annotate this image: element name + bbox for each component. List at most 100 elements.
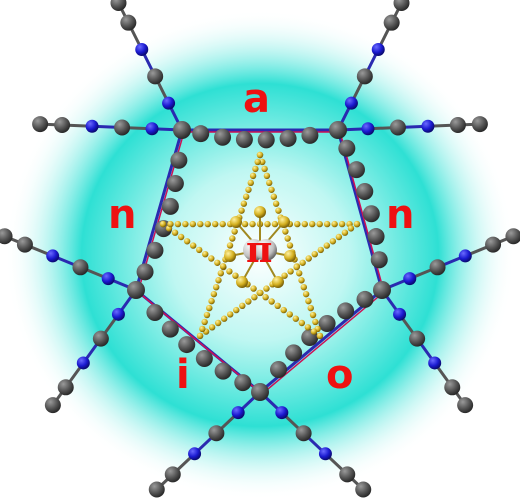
gold-bridge-atom — [286, 311, 293, 318]
gold-bridge-atom — [245, 186, 252, 193]
gold-bridge-atom — [298, 277, 305, 284]
gold-atom — [224, 250, 236, 262]
gold-atom — [254, 206, 266, 218]
carbon-atom — [110, 0, 127, 11]
nitrogen-atom — [275, 406, 289, 420]
carbon-atom — [279, 129, 297, 147]
gold-atom — [278, 216, 290, 228]
gold-bridge-atom — [263, 285, 270, 292]
nitrogen-atom — [458, 249, 472, 263]
nitrogen-atom — [393, 307, 407, 321]
gold-bridge-atom — [272, 200, 280, 207]
carbon-atom — [164, 466, 181, 483]
gold-bridge-atom — [219, 220, 226, 228]
carbon-atom — [389, 119, 406, 136]
gold-bridge-atom — [202, 250, 209, 258]
gold-bridge-atom — [251, 294, 258, 301]
gold-bridge-atom — [208, 255, 215, 262]
gold-bridge-atom — [247, 179, 254, 187]
gold-bridge-atom — [353, 220, 361, 228]
gold-bridge-atom — [206, 304, 213, 312]
carbon-atom — [120, 14, 137, 31]
carbon-atom — [449, 117, 466, 134]
gold-bridge-atom — [214, 259, 221, 266]
gold-bridge-atom — [189, 242, 197, 249]
carbon-atom — [161, 320, 179, 338]
gold-bridge-atom — [208, 324, 216, 331]
gold-bridge-atom — [317, 246, 324, 254]
gold-bridge-atom — [241, 220, 249, 228]
carbon-atom — [16, 236, 33, 253]
carbon-atom — [393, 0, 410, 11]
gold-bridge-atom — [214, 319, 222, 327]
gold-bridge-atom — [252, 165, 259, 173]
gold-bridge-atom — [293, 263, 300, 271]
gold-bridge-atom — [284, 235, 291, 242]
gold-bridge-atom — [229, 235, 236, 242]
nitrogen-atom — [428, 356, 442, 370]
gold-bridge-atom — [226, 268, 233, 275]
carbon-atom — [166, 175, 184, 193]
carbon-atom — [285, 344, 303, 362]
nitrogen-atom — [344, 96, 358, 110]
gold-bridge-atom — [316, 332, 324, 340]
gold-bridge-atom — [305, 255, 312, 262]
gold-bridge-atom — [271, 220, 279, 228]
gold-bridge-atom — [257, 289, 264, 297]
gold-bridge-atom — [268, 298, 275, 305]
gold-bridge-atom — [217, 270, 224, 277]
carbon-atom — [356, 68, 373, 85]
gold-bridge-atom — [329, 238, 337, 245]
gold-bridge-atom — [177, 233, 185, 241]
carbon-atom — [57, 379, 74, 396]
gold-bridge-atom — [309, 220, 316, 228]
carbon-atom — [44, 397, 61, 414]
nitrogen-atom — [403, 272, 417, 286]
gold-bridge-atom — [226, 242, 234, 249]
carbon-atom — [338, 139, 356, 157]
nitrogen-atom — [111, 307, 125, 321]
carbon-atom — [214, 128, 232, 146]
gold-bridge-atom — [286, 242, 294, 249]
gold-bridge-atom — [341, 229, 349, 236]
gold-bridge-atom — [159, 220, 167, 228]
nitrogen-atom — [85, 119, 99, 133]
gold-bridge-atom — [240, 200, 248, 207]
gold-bridge-atom — [183, 238, 191, 245]
gold-bridge-atom — [189, 220, 197, 228]
carbon-atom — [235, 131, 253, 149]
nitrogen-atom — [135, 43, 149, 57]
nitrogen-atom — [231, 406, 245, 420]
nitrogen-atom — [145, 122, 159, 136]
gold-bridge-atom — [262, 294, 269, 301]
carbon-atom — [355, 481, 372, 498]
gold-bridge-atom — [316, 220, 323, 228]
gold-bridge-atom — [259, 158, 266, 166]
gold-bridge-atom — [292, 315, 300, 322]
gold-bridge-atom — [298, 319, 306, 327]
gold-bridge-atom — [301, 220, 308, 228]
junction-atom — [251, 383, 269, 401]
gold-bridge-atom — [323, 242, 331, 249]
gold-bridge-atom — [227, 311, 234, 318]
gold-bridge-atom — [347, 225, 355, 232]
carbon-atom — [270, 361, 288, 379]
carbon-atom — [409, 330, 426, 347]
gold-bridge-atom — [232, 272, 239, 279]
gold-bridge-atom — [263, 172, 271, 180]
gold-bridge-atom — [201, 318, 208, 326]
gold-atom — [236, 276, 248, 288]
gold-bridge-atom — [220, 315, 228, 322]
gold-bridge-atom — [203, 311, 211, 319]
gold-bridge-atom — [210, 290, 218, 298]
carbon-atom — [146, 303, 164, 321]
gold-bridge-atom — [309, 311, 317, 319]
nitrogen-atom — [162, 96, 176, 110]
gold-bridge-atom — [335, 233, 343, 241]
gold-bridge-atom — [197, 220, 204, 228]
carbon-atom — [444, 379, 461, 396]
gold-bridge-atom — [219, 263, 227, 270]
label-center-pi: π — [246, 229, 272, 271]
gold-bridge-atom — [250, 285, 257, 292]
